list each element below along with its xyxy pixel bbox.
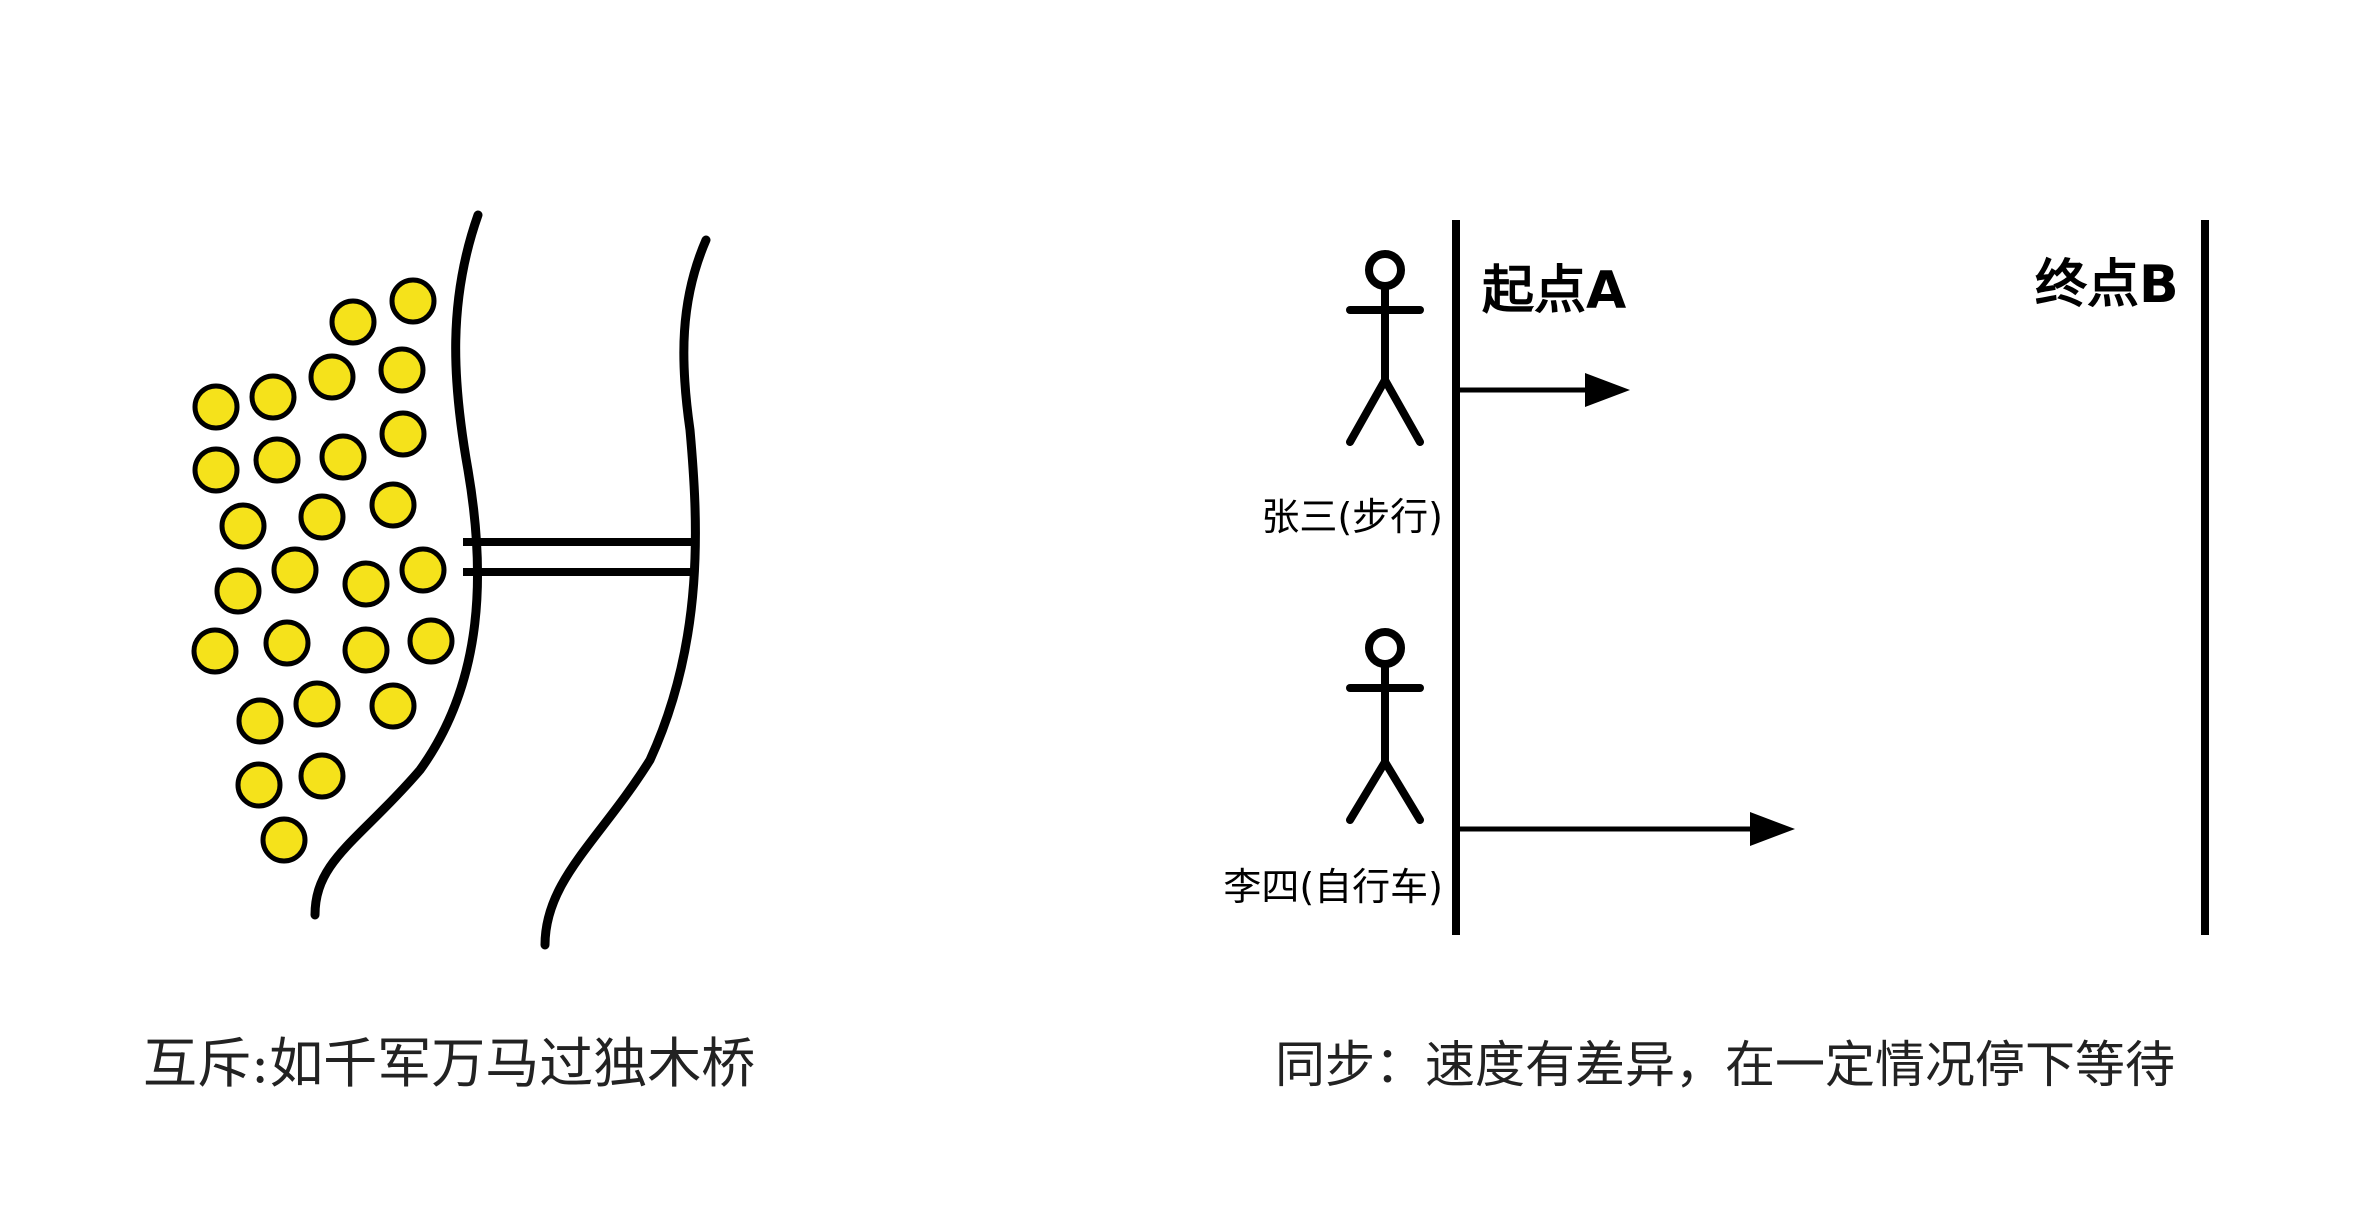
crowd-person-dot xyxy=(235,761,283,809)
crowd-person-dot xyxy=(378,346,426,394)
crowd-person-dot xyxy=(342,560,390,608)
crowd-person-dot xyxy=(379,410,427,458)
sync-panel: 起点A 终点B 张三(步行) 李四(自行车) xyxy=(1223,220,2209,935)
crowd-person-dot xyxy=(369,682,417,730)
crowd-person-dot xyxy=(191,627,239,675)
left-river-bank xyxy=(310,210,483,920)
mutex-caption: 互斥:如千军万马过独木桥 xyxy=(143,1032,755,1095)
crowd-person-dot xyxy=(298,493,346,541)
crowd-person-dot xyxy=(342,626,390,674)
crowd-person-dot xyxy=(308,353,356,401)
sync-caption: 同步：速度有差异，在一定情况停下等待 xyxy=(1275,1036,2175,1094)
walker-label: 张三(步行) xyxy=(1261,495,1443,539)
crowd-person-dot xyxy=(192,446,240,494)
crowd-person-dot xyxy=(293,680,341,728)
crowd-person-dot xyxy=(214,567,262,615)
crowd-person-dot xyxy=(260,816,308,864)
crowd-person-dot xyxy=(319,433,367,481)
cyclist-label: 李四(自行车) xyxy=(1223,865,1443,909)
end-label: 终点B xyxy=(2035,255,2179,315)
crowd-person-dot xyxy=(219,502,267,550)
crowd-person-dot xyxy=(253,436,301,484)
walker-speed-arrow xyxy=(1460,373,1630,407)
crowd-person-dot xyxy=(249,373,297,421)
crowd-person-dot xyxy=(298,752,346,800)
crowd-person-dot xyxy=(192,383,240,431)
crowd-person-dot xyxy=(236,697,284,745)
crowd-of-people xyxy=(191,277,455,864)
crowd-person-dot xyxy=(389,277,437,325)
mutex-panel xyxy=(191,210,711,950)
crowd-person-dot xyxy=(271,546,319,594)
crowd-person-dot xyxy=(399,546,447,594)
crowd-person-dot xyxy=(329,298,377,346)
crowd-person-dot xyxy=(369,481,417,529)
cyclist-figure-icon xyxy=(1346,628,1424,824)
walker-figure-icon xyxy=(1346,250,1424,446)
crowd-person-dot xyxy=(407,617,455,665)
crowd-person-dot xyxy=(263,619,311,667)
start-label: 起点A xyxy=(1482,261,1626,321)
right-river-bank xyxy=(540,235,711,950)
cyclist-speed-arrow xyxy=(1460,812,1795,846)
